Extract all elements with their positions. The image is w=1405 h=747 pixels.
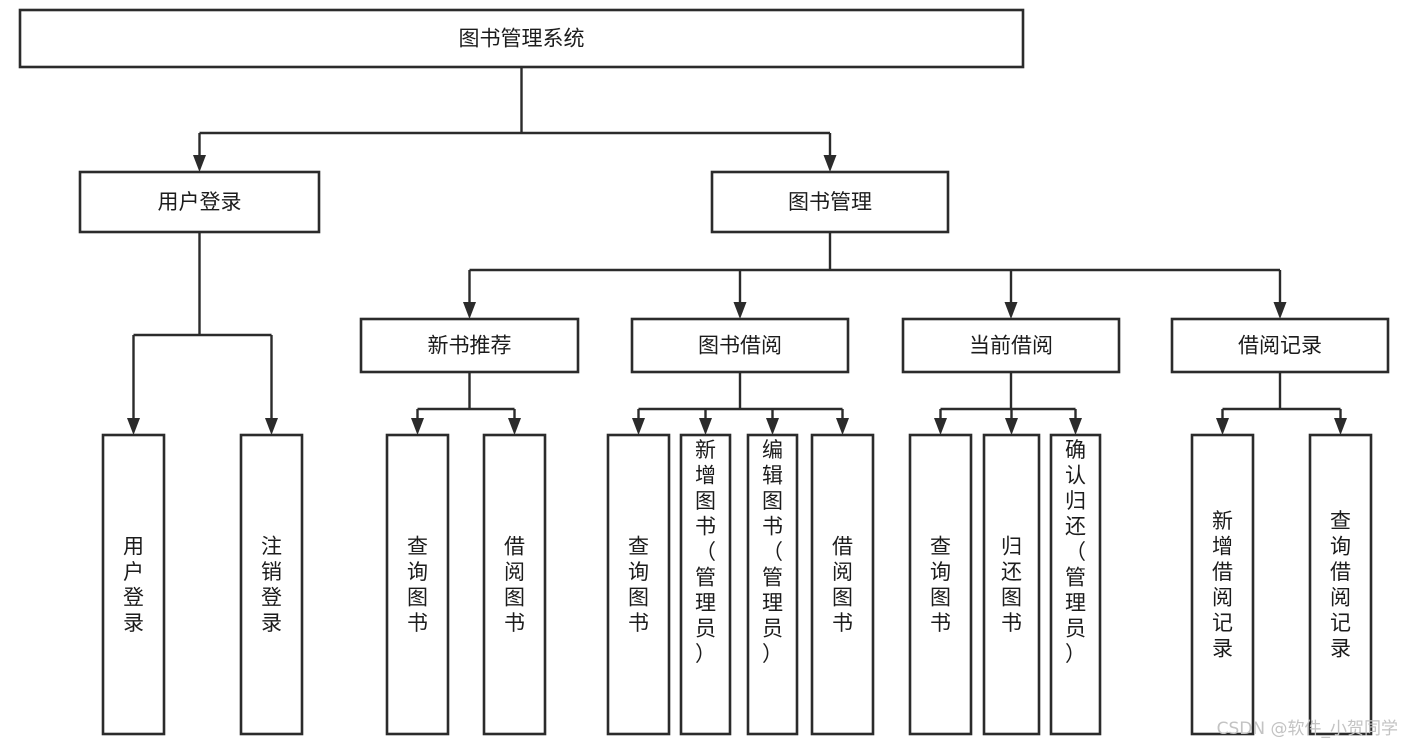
- arrow-head-leaf-borrow-book-2: [836, 418, 849, 435]
- arrow-head-current-borrow: [1004, 302, 1018, 319]
- node-box-leaf-return-book[interactable]: [982, 433, 1041, 736]
- node-leaf-return-book[interactable]: 归还图书: [982, 433, 1041, 736]
- node-box-leaf-query-book-1[interactable]: [385, 433, 450, 736]
- node-label-leaf-query-book-3: 查询图书: [930, 535, 951, 636]
- node-label-book-manage: 图书管理: [788, 190, 872, 214]
- node-box-borrow-record[interactable]: [1170, 317, 1390, 374]
- node-box-user-login[interactable]: [78, 170, 321, 234]
- node-label-leaf-confirm-return: 确认归还（管理员）: [1065, 438, 1086, 666]
- node-label-leaf-add-record: 新增借阅记录: [1212, 509, 1233, 661]
- node-new-book-rec[interactable]: 新书推荐: [359, 317, 580, 374]
- node-label-leaf-user-login: 用户登录: [123, 535, 144, 636]
- node-label-leaf-logout: 注销登录: [261, 535, 282, 636]
- node-box-book-borrow[interactable]: [630, 317, 850, 374]
- node-leaf-add-book[interactable]: 新增图书（管理员）: [679, 433, 732, 736]
- node-label-book-borrow: 图书借阅: [698, 334, 782, 358]
- arrow-head-leaf-add-book: [699, 418, 712, 435]
- node-box-current-borrow[interactable]: [901, 317, 1121, 374]
- arrow-head-leaf-logout: [265, 418, 278, 435]
- csdn-watermark: CSDN @软件_小贺同学: [1217, 719, 1398, 739]
- node-leaf-logout[interactable]: 注销登录: [239, 433, 304, 736]
- node-leaf-borrow-book-1[interactable]: 借阅图书: [482, 433, 547, 736]
- arrow-head-leaf-borrow-book-1: [508, 418, 521, 435]
- arrow-head-new-book-rec: [463, 302, 476, 319]
- arrow-head-leaf-confirm-return: [1069, 418, 1082, 435]
- arrow-head-user-login: [193, 155, 206, 172]
- node-label-leaf-query-book-1: 查询图书: [407, 535, 428, 636]
- node-label-current-borrow: 当前借阅: [969, 334, 1053, 358]
- node-box-leaf-edit-book[interactable]: [746, 433, 799, 736]
- node-box-book-manage[interactable]: [710, 170, 950, 234]
- node-leaf-query-book-1[interactable]: 查询图书: [385, 433, 450, 736]
- node-leaf-add-record[interactable]: 新增借阅记录: [1190, 433, 1255, 736]
- arrow-head-leaf-query-record: [1334, 418, 1347, 435]
- node-box-leaf-query-book-3[interactable]: [908, 433, 973, 736]
- node-label-user-login: 用户登录: [158, 190, 242, 214]
- node-box-new-book-rec[interactable]: [359, 317, 580, 374]
- node-box-leaf-confirm-return[interactable]: [1049, 433, 1102, 736]
- node-leaf-query-book-3[interactable]: 查询图书: [908, 433, 973, 736]
- node-box-leaf-add-book[interactable]: [679, 433, 732, 736]
- node-leaf-borrow-book-2[interactable]: 借阅图书: [810, 433, 875, 736]
- watermark-layer: CSDN @软件_小贺同学: [1217, 719, 1398, 739]
- arrow-head-leaf-return-book: [1005, 418, 1018, 435]
- node-leaf-confirm-return[interactable]: 确认归还（管理员）: [1049, 433, 1102, 736]
- arrow-head-leaf-query-book-3: [934, 418, 947, 435]
- arrow-head-leaf-edit-book: [766, 418, 779, 435]
- node-label-leaf-add-book: 新增图书（管理员）: [695, 438, 716, 666]
- node-label-leaf-borrow-book-1: 借阅图书: [504, 535, 525, 636]
- node-label-leaf-borrow-book-2: 借阅图书: [832, 535, 853, 636]
- node-box-leaf-user-login[interactable]: [101, 433, 166, 736]
- node-book-borrow[interactable]: 图书借阅: [630, 317, 850, 374]
- connector-layer: [127, 67, 1347, 435]
- node-box-leaf-query-record[interactable]: [1308, 433, 1373, 736]
- node-label-leaf-edit-book: 编辑图书（管理员）: [762, 438, 783, 666]
- node-label-borrow-record: 借阅记录: [1238, 334, 1322, 358]
- node-label-leaf-return-book: 归还图书: [1001, 535, 1022, 636]
- node-layer: 图书管理系统用户登录图书管理新书推荐图书借阅当前借阅借阅记录用户登录注销登录查询…: [18, 8, 1390, 736]
- node-user-login[interactable]: 用户登录: [78, 170, 321, 234]
- arrow-head-leaf-query-book-2: [632, 418, 645, 435]
- node-book-manage[interactable]: 图书管理: [710, 170, 950, 234]
- arrow-head-leaf-add-record: [1216, 418, 1229, 435]
- node-borrow-record[interactable]: 借阅记录: [1170, 317, 1390, 374]
- node-leaf-query-record[interactable]: 查询借阅记录: [1308, 433, 1373, 736]
- arrow-head-borrow-record: [1273, 302, 1287, 319]
- node-current-borrow[interactable]: 当前借阅: [901, 317, 1121, 374]
- node-leaf-edit-book[interactable]: 编辑图书（管理员）: [746, 433, 799, 736]
- node-box-leaf-logout[interactable]: [239, 433, 304, 736]
- node-leaf-query-book-2[interactable]: 查询图书: [606, 433, 671, 736]
- node-box-leaf-borrow-book-1[interactable]: [482, 433, 547, 736]
- node-label-leaf-query-record: 查询借阅记录: [1330, 509, 1351, 661]
- arrow-head-leaf-query-book-1: [411, 418, 424, 435]
- node-root[interactable]: 图书管理系统: [18, 8, 1025, 69]
- node-box-leaf-borrow-book-2[interactable]: [810, 433, 875, 736]
- node-box-root[interactable]: [18, 8, 1025, 69]
- node-box-leaf-query-book-2[interactable]: [606, 433, 671, 736]
- node-label-new-book-rec: 新书推荐: [428, 334, 512, 358]
- node-leaf-user-login[interactable]: 用户登录: [101, 433, 166, 736]
- arrow-head-book-borrow: [733, 302, 747, 319]
- node-label-root: 图书管理系统: [459, 27, 585, 51]
- node-box-leaf-add-record[interactable]: [1190, 433, 1255, 736]
- arrow-head-leaf-user-login: [127, 418, 140, 435]
- node-label-leaf-query-book-2: 查询图书: [628, 535, 649, 636]
- arrow-head-book-manage: [823, 155, 837, 172]
